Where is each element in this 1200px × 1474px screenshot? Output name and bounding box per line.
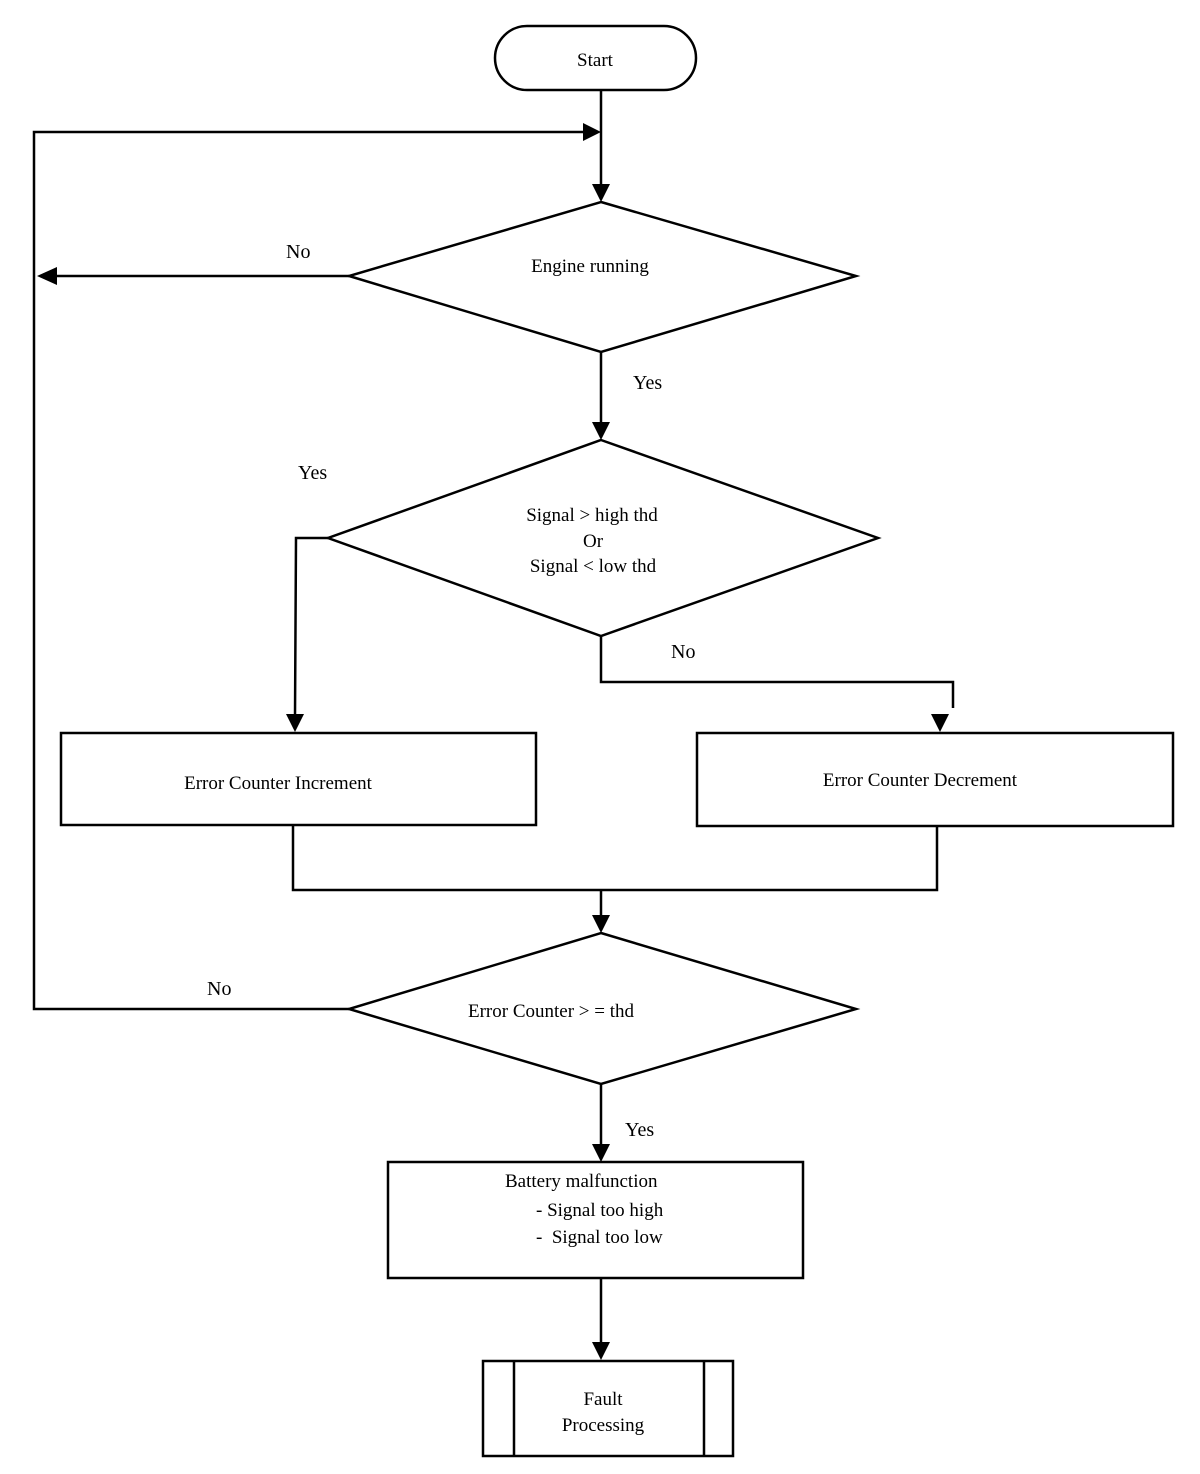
- engine-running-label: Engine running: [531, 256, 649, 277]
- counter-no-label: No: [207, 978, 231, 1000]
- arrowhead-signal: [592, 422, 610, 440]
- arrowhead-counter-check: [592, 915, 610, 933]
- malfunction-title: Battery malfunction: [505, 1171, 658, 1192]
- arrowhead-increment: [286, 714, 304, 732]
- signal-low-label: Signal < low thd: [530, 556, 657, 577]
- signal-or-label: Or: [583, 531, 604, 552]
- error-counter-decrement-box: [695, 731, 1175, 828]
- increment-label: Error Counter Increment: [184, 773, 373, 794]
- arrowhead-fault: [592, 1342, 610, 1360]
- connector-merge: [291, 825, 939, 892]
- malfunction-item-high: - Signal too high: [536, 1200, 664, 1221]
- connector-signal-no: [599, 636, 955, 708]
- start-label: Start: [577, 50, 614, 71]
- signal-high-label: Signal > high thd: [526, 505, 658, 526]
- start-terminator: [493, 24, 698, 92]
- engine-running-decision: [344, 200, 861, 354]
- error-counter-increment-box: [59, 731, 538, 827]
- counter-yes-label: Yes: [625, 1119, 654, 1141]
- fault-processing-box: [481, 1359, 735, 1458]
- fault-label-line2: Processing: [562, 1415, 645, 1436]
- arrowhead-malfunction: [592, 1144, 610, 1162]
- arrowhead-loop-return: [583, 123, 601, 141]
- arrowhead-engine: [592, 184, 610, 202]
- engine-no-label: No: [286, 241, 310, 263]
- signal-yes-label: Yes: [298, 462, 327, 484]
- arrowhead-engine-no: [37, 267, 57, 285]
- decrement-label: Error Counter Decrement: [823, 770, 1018, 791]
- connector-signal-yes: [293, 536, 328, 717]
- counter-check-label: Error Counter > = thd: [468, 1001, 635, 1022]
- arrowhead-decrement: [931, 714, 949, 732]
- engine-yes-label: Yes: [633, 372, 662, 394]
- malfunction-item-low: - Signal too low: [536, 1227, 663, 1248]
- battery-malfunction-box: [386, 1160, 805, 1280]
- connector-loop-back: [32, 130, 585, 1011]
- signal-no-label: No: [671, 641, 695, 663]
- fault-label-line1: Fault: [583, 1389, 623, 1410]
